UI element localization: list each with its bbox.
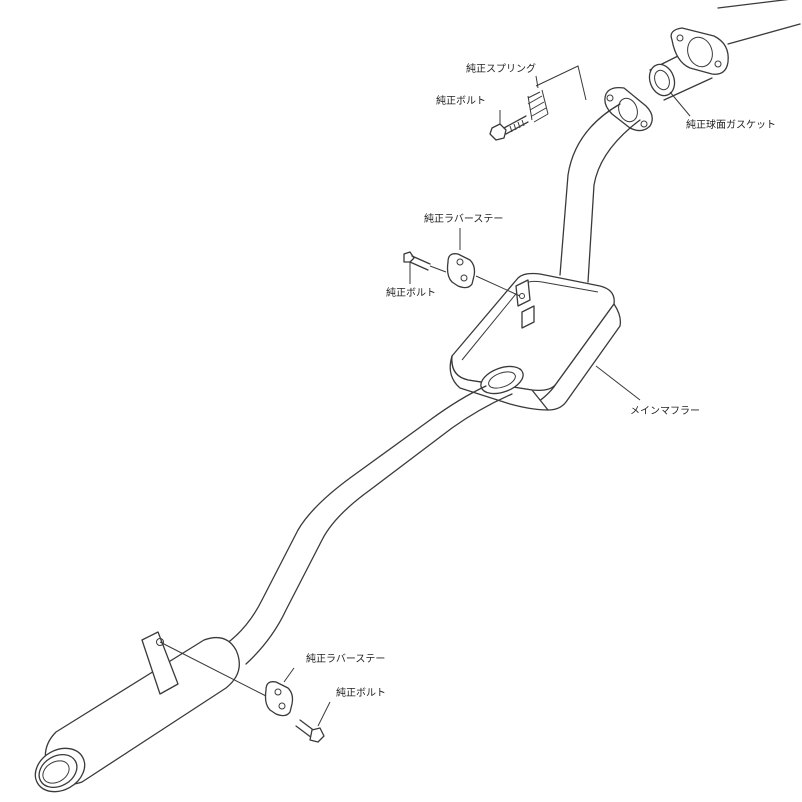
leader-gasket xyxy=(669,91,691,117)
main-muffler-body xyxy=(449,272,622,411)
label-spring: 純正スプリング xyxy=(466,62,536,75)
rear-silencer xyxy=(34,631,240,793)
label-rubber-stay-bottom: 純正ラバーステー xyxy=(306,652,385,665)
tail-pipe xyxy=(225,385,513,665)
leader-main-muffler xyxy=(595,365,641,401)
label-rubber-stay-top: 純正ラバーステー xyxy=(424,212,503,225)
bolt-mid-part xyxy=(403,251,431,271)
rubber-stay-bottom-part xyxy=(264,681,294,717)
bolt-top-part xyxy=(489,115,529,141)
label-bolt-bottom: 純正ボルト xyxy=(336,686,386,699)
label-spherical-gasket: 純正球面ガスケット xyxy=(686,118,776,131)
spherical-gasket xyxy=(648,63,676,97)
label-bolt-mid: 純正ボルト xyxy=(386,286,436,299)
label-bolt-top: 純正ボルト xyxy=(436,94,486,107)
bolt-bottom-part xyxy=(295,719,325,743)
intermediate-pipe xyxy=(559,103,641,283)
rubber-stay-top-part xyxy=(446,253,476,289)
label-main-muffler: メインマフラー xyxy=(630,405,700,417)
spring-part xyxy=(527,89,549,123)
leader-spring xyxy=(535,75,539,89)
front-flange xyxy=(670,27,729,75)
